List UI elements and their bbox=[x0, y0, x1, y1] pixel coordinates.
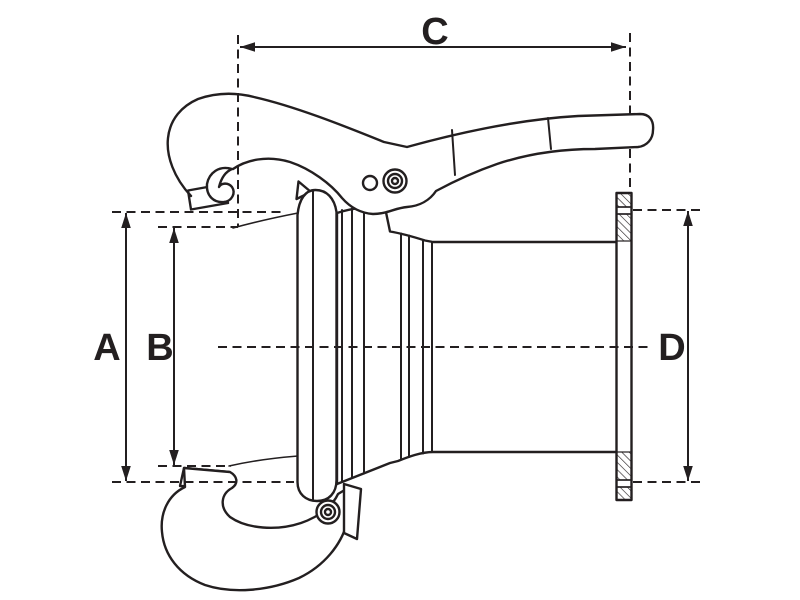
arrowhead-down bbox=[683, 466, 693, 481]
dimension-label-a: A bbox=[93, 327, 120, 369]
body-silhouette bbox=[335, 205, 619, 486]
clamp-collar bbox=[295, 180, 338, 503]
socket-cone-top-edge bbox=[232, 212, 299, 229]
dimension-c: C bbox=[240, 11, 626, 53]
arrowhead-right bbox=[611, 42, 626, 52]
flange-hatch-section bbox=[615, 486, 633, 501]
flange-hatch-section bbox=[615, 213, 633, 242]
dimension-label-b: B bbox=[146, 327, 173, 369]
arrowhead-left bbox=[240, 42, 255, 52]
top-pivot-center bbox=[390, 176, 400, 186]
dimension-d: D bbox=[658, 211, 693, 481]
arrowhead-up bbox=[169, 228, 179, 243]
dimension-a: A bbox=[93, 213, 131, 481]
collar-band bbox=[296, 188, 338, 503]
handle-segment-line bbox=[451, 129, 456, 176]
handle-segment-line bbox=[547, 117, 552, 150]
arrowhead-down bbox=[169, 450, 179, 465]
lever-hole-crescent bbox=[362, 184, 376, 191]
dimension-b: B bbox=[146, 228, 179, 465]
flange-hatch-section bbox=[615, 451, 633, 481]
reference-lines bbox=[112, 35, 703, 483]
claw-curl bbox=[205, 166, 235, 204]
dimension-label-d: D bbox=[658, 327, 685, 369]
top-lever-fill bbox=[167, 93, 654, 214]
bottom-cam-lever bbox=[160, 466, 363, 592]
arrowhead-up bbox=[121, 213, 131, 228]
bottom-pivot-ring bbox=[319, 503, 337, 521]
bottom-pivot-center bbox=[323, 507, 333, 517]
flange-hatch-section bbox=[615, 192, 633, 208]
top-cam-lever bbox=[166, 92, 655, 216]
bottom-bracket bbox=[342, 482, 363, 541]
top-lever-outline bbox=[166, 92, 655, 216]
dimension-label-c: C bbox=[421, 11, 448, 53]
socket-cone-bottom-edge bbox=[228, 455, 299, 467]
arrowhead-down bbox=[121, 466, 131, 481]
top-pivot-ring bbox=[386, 172, 404, 190]
arrowhead-up bbox=[683, 211, 693, 226]
